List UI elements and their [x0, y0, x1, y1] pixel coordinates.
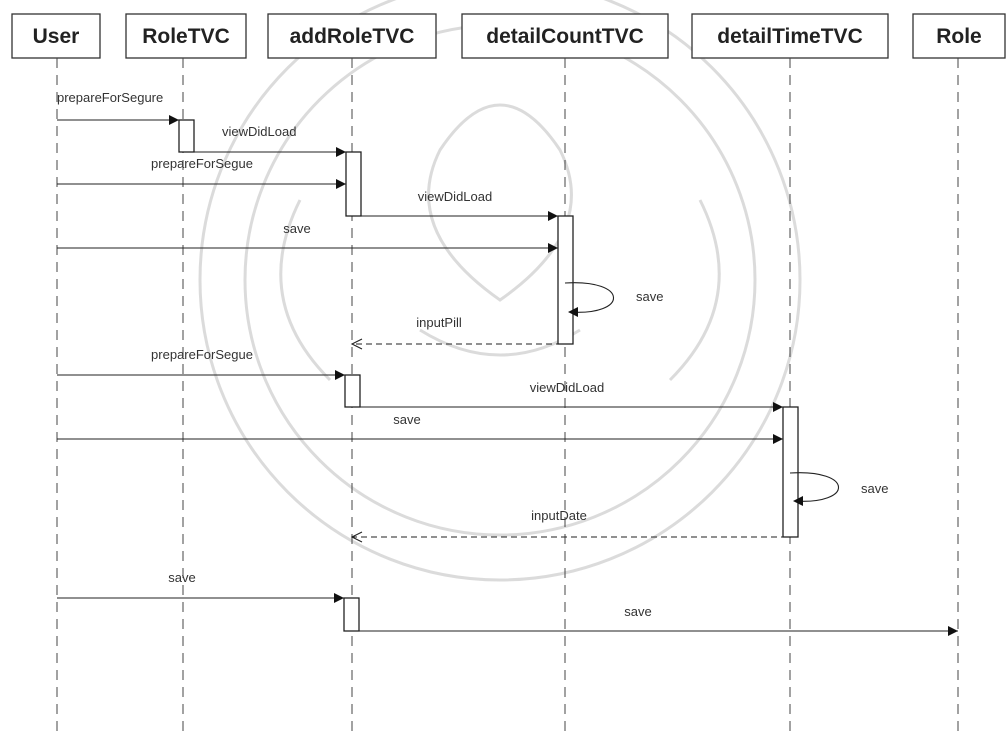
message-call: prepareForSegue [57, 156, 346, 189]
participant-user: User [12, 14, 100, 58]
arrowhead [548, 211, 558, 221]
message-call: save [57, 570, 344, 603]
message-call: prepareForSegure [57, 90, 179, 125]
arrowhead [773, 402, 783, 412]
message-label: prepareForSegue [151, 347, 253, 362]
participant-role: Role [913, 14, 1005, 58]
participant-addroletvc: addRoleTVC [268, 14, 436, 58]
participant-label: detailCountTVC [486, 25, 644, 48]
message-label: viewDidLoad [530, 380, 604, 395]
message-label: save [861, 481, 888, 496]
message-call: save [57, 412, 783, 444]
message-call: viewDidLoad [179, 124, 346, 157]
participants: User RoleTVC addRoleTVC detailCountTVC detai… [12, 14, 1005, 58]
participant-label: addRoleTVC [290, 25, 415, 48]
participant-detailtimetvc: detailTimeTVC [692, 14, 888, 58]
messages: prepareForSegure viewDidLoad prepareForSeg… [57, 90, 958, 636]
participant-label: RoleTVC [142, 25, 230, 48]
participant-label: detailTimeTVC [717, 25, 862, 48]
arrowhead [948, 626, 958, 636]
message-self: save [790, 473, 888, 506]
message-call: prepareForSegue [57, 347, 345, 380]
activation-bar-addroletvc [344, 598, 359, 631]
participant-roletvc: RoleTVC [126, 14, 246, 58]
arrowhead [169, 115, 179, 125]
watermark-seal [200, 0, 800, 580]
message-label: viewDidLoad [222, 124, 296, 139]
message-label: inputPill [416, 315, 462, 330]
activation-bar-detailtimetvc [783, 407, 798, 537]
message-call: viewDidLoad [352, 380, 783, 412]
message-label: save [168, 570, 195, 585]
activation-bar-addroletvc [345, 375, 360, 407]
activation-bar-addroletvc [346, 152, 361, 216]
arrowhead [336, 179, 346, 189]
message-call: save [352, 604, 958, 636]
message-label: prepareForSegue [151, 156, 253, 171]
participant-label: Role [936, 25, 982, 48]
message-label: save [283, 221, 310, 236]
message-call: save [57, 221, 558, 253]
message-label: inputDate [531, 508, 587, 523]
arrowhead [334, 593, 344, 603]
message-label: save [624, 604, 651, 619]
message-label: save [636, 289, 663, 304]
activation-bar-roletvc [179, 120, 194, 152]
message-label: prepareForSegure [57, 90, 163, 105]
message-call: viewDidLoad [346, 189, 558, 221]
activation-bar-detailcounttvc [558, 216, 573, 344]
message-label: save [393, 412, 420, 427]
participant-detailcounttvc: detailCountTVC [462, 14, 668, 58]
arrowhead [335, 370, 345, 380]
arrowhead [336, 147, 346, 157]
arrowhead [773, 434, 783, 444]
message-self: save [565, 283, 663, 317]
message-return: inputPill [352, 315, 572, 349]
participant-label: User [33, 25, 80, 48]
message-label: viewDidLoad [418, 189, 492, 204]
